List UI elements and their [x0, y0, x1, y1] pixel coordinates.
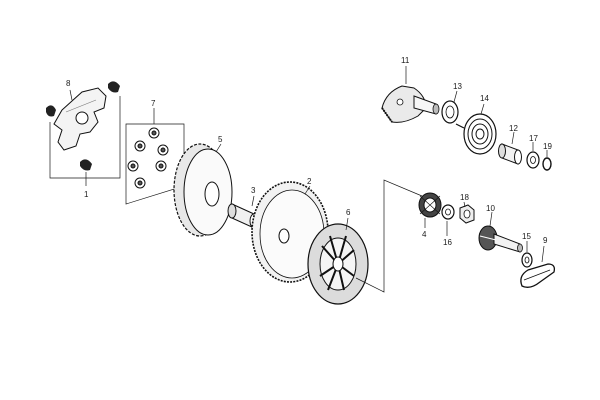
callout-2: 2 — [307, 177, 312, 186]
leader-3 — [251, 195, 255, 207]
callout-15: 15 — [522, 232, 531, 241]
part-17-washer — [526, 151, 540, 169]
callout-12: 12 — [509, 124, 518, 133]
part-18-nut — [459, 204, 475, 224]
callout-7: 7 — [151, 99, 156, 108]
callout-4: 4 — [422, 230, 427, 239]
callout-18: 18 — [460, 193, 469, 202]
leader-14 — [480, 103, 485, 115]
shaft-axis-line — [355, 179, 423, 293]
part-1-slider-clip-c — [80, 159, 92, 171]
part-15-washer — [521, 252, 533, 268]
part-7-rollers — [127, 127, 169, 189]
part-9-spring-clip — [520, 263, 556, 288]
part-10-starter-pinion — [478, 225, 523, 253]
callout-10: 10 — [486, 204, 495, 213]
part-14-spring — [455, 113, 497, 155]
leader-6 — [345, 217, 349, 231]
part-1-slider-clip-a — [46, 105, 56, 117]
callout-9: 9 — [543, 236, 548, 245]
leader-18 — [463, 201, 466, 208]
leader-10 — [489, 211, 493, 227]
part-12-bushing — [498, 143, 522, 165]
callout-5: 5 — [218, 135, 223, 144]
group-bracket-left — [49, 96, 121, 179]
part-1-slider-clip-b — [108, 81, 120, 93]
callout-6: 6 — [346, 208, 351, 217]
part-16-washer — [441, 204, 455, 220]
callout-1: 1 — [84, 190, 89, 199]
leader-8 — [69, 89, 73, 101]
callout-8: 8 — [66, 79, 71, 88]
part-4-one-way-clutch — [418, 192, 442, 218]
callout-11: 11 — [401, 56, 410, 65]
leader-13 — [453, 90, 458, 103]
leader-9 — [541, 245, 545, 263]
part-6-movable-face — [307, 223, 369, 305]
callout-3: 3 — [251, 186, 256, 195]
callout-13: 13 — [453, 82, 462, 91]
callout-17: 17 — [529, 134, 538, 143]
callout-19: 19 — [543, 142, 552, 151]
part-8-ramp-plate — [53, 87, 107, 151]
part-13-washer — [441, 100, 459, 124]
callout-16: 16 — [443, 238, 452, 247]
part-11-kickstarter-spindle — [381, 85, 440, 123]
leader-5 — [215, 143, 222, 153]
leader-12 — [511, 131, 515, 145]
part-5-drive-face — [173, 143, 233, 237]
callout-14: 14 — [480, 94, 489, 103]
part-19-circlip — [542, 157, 552, 171]
leader-2 — [304, 185, 311, 195]
